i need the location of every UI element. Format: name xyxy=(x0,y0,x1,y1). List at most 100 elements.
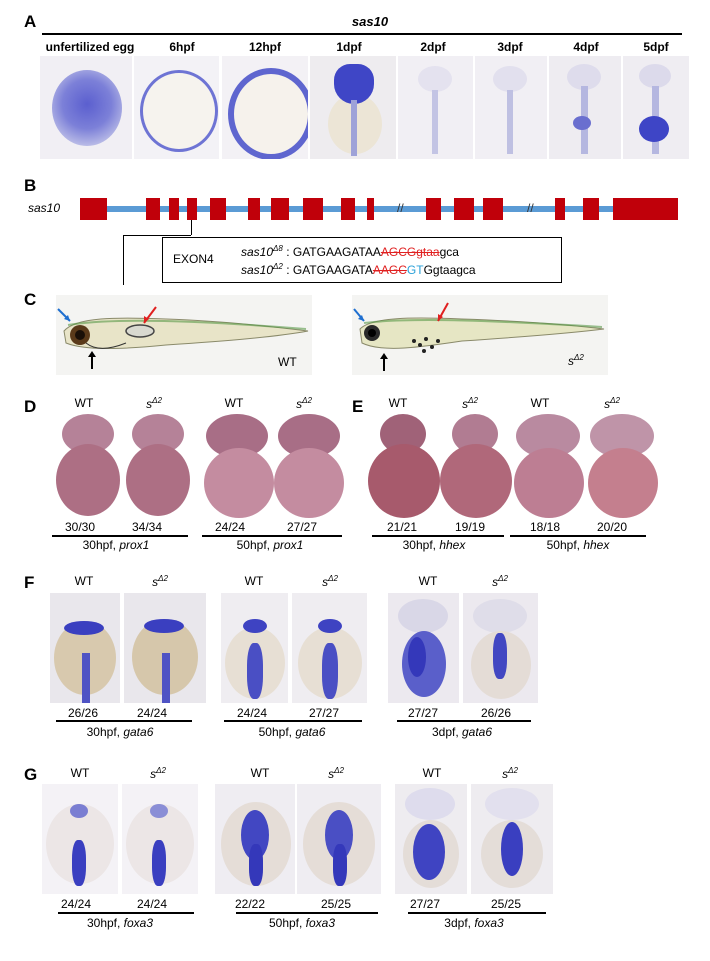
panel-f-group-rule-0 xyxy=(56,720,192,722)
panel-g-group-rule-2 xyxy=(408,912,546,914)
panel-e-header-1-sup: Δ2 xyxy=(468,396,478,405)
panel-d-header-3-text: s xyxy=(296,397,303,411)
embryo-image-4dpf xyxy=(549,56,621,159)
panel-d-group-1: 50hpf, prox1 xyxy=(237,538,304,552)
panel-g-group-rule-1 xyxy=(236,912,378,914)
panel-e-count-2: 18/18 xyxy=(529,520,561,534)
embryo-image-2dpf xyxy=(398,56,473,159)
panel-d-group-rule-1 xyxy=(202,535,342,537)
larva-mutant-name: s xyxy=(568,354,574,368)
panel-f-header-0: WT xyxy=(74,574,94,588)
panel-a-title-rule xyxy=(42,33,682,35)
panel-f-image-1 xyxy=(124,593,206,703)
panel-g-image-1 xyxy=(122,784,198,894)
panel-d-group-0-gene: prox1 xyxy=(119,538,150,552)
panel-e-header-1-text: s xyxy=(462,397,469,411)
panel-d-count-1: 34/34 xyxy=(131,520,163,534)
panel-f-group-0-gene: gata6 xyxy=(123,725,154,739)
panel-f-header-3: sΔ2 xyxy=(322,574,338,589)
panel-g-group-2-gene: foxa3 xyxy=(474,916,504,930)
stage-label-7: 5dpf xyxy=(643,40,669,54)
panel-g-image-0 xyxy=(42,784,118,894)
panel-g-header-1-sup: Δ2 xyxy=(156,766,166,775)
panel-g-group-0-stage: 30hpf, xyxy=(86,916,124,930)
panel-g-count-5: 25/25 xyxy=(490,897,522,911)
panel-g-count-4: 27/27 xyxy=(409,897,441,911)
panel-e-group-rule-0 xyxy=(372,535,504,537)
exon-11 xyxy=(426,198,441,220)
panel-d-group-1-stage: 50hpf, xyxy=(236,538,274,552)
panel-c-label: C xyxy=(24,290,37,309)
stage-label-1: 6hpf xyxy=(169,40,195,54)
stage-label-0: unfertilized egg xyxy=(45,40,135,54)
panel-d-header-1: sΔ2 xyxy=(146,396,162,411)
allele-d2-inserted: GT xyxy=(406,263,424,277)
panel-e-count-3: 20/20 xyxy=(596,520,628,534)
larva-mutant-label: sΔ2 xyxy=(568,353,584,368)
panel-g-group-0-gene: foxa3 xyxy=(123,916,154,930)
panel-b-label: B xyxy=(24,176,37,195)
panel-d-images xyxy=(46,414,346,519)
panel-a-gene-title: sas10 xyxy=(351,14,389,29)
panel-g-header-0: WT xyxy=(70,766,90,780)
exon-15 xyxy=(583,198,599,220)
panel-d-count-2: 24/24 xyxy=(214,520,246,534)
panel-g-header-5: sΔ2 xyxy=(502,766,518,781)
panel-e-group-0-stage: 30hpf, xyxy=(402,538,440,552)
panel-g-header-4: WT xyxy=(422,766,442,780)
panel-g-header-2: WT xyxy=(250,766,270,780)
panel-g-header-1: sΔ2 xyxy=(150,766,166,781)
panel-e-group-0: 30hpf, hhex xyxy=(403,538,466,552)
allele-d2-name: sas10 xyxy=(241,263,274,277)
panel-a-label: A xyxy=(24,12,37,31)
larva-mutant-sup: Δ2 xyxy=(574,353,584,362)
panel-f-group-1-stage: 50hpf, xyxy=(258,725,296,739)
exon-12 xyxy=(454,198,474,220)
panel-f-image-0 xyxy=(50,593,120,703)
allele-d2-deleted: AAGC xyxy=(372,263,407,277)
panel-g-group-rule-0 xyxy=(58,912,194,914)
panel-f-label: F xyxy=(24,573,35,592)
exon-14 xyxy=(555,198,565,220)
panel-f-image-5 xyxy=(463,593,538,703)
panel-g-image-3 xyxy=(297,784,381,894)
panel-d-header-3-sup: Δ2 xyxy=(302,396,312,405)
exon-16 xyxy=(613,198,678,220)
panel-e-header-1: sΔ2 xyxy=(462,396,478,411)
panel-g-header-3: sΔ2 xyxy=(328,766,344,781)
panel-g-header-5-sup: Δ2 xyxy=(508,766,518,775)
panel-f-group-0-stage: 30hpf, xyxy=(86,725,124,739)
panel-f-header-2: WT xyxy=(244,574,264,588)
panel-g-group-0: 30hpf, foxa3 xyxy=(87,916,153,930)
panel-d-header-2: WT xyxy=(224,396,244,410)
allele-d2-sup: Δ2 xyxy=(273,262,283,271)
panel-f-image-4 xyxy=(388,593,459,703)
panel-g-count-2: 22/22 xyxy=(234,897,266,911)
panel-g-image-5 xyxy=(471,784,553,894)
exon-8 xyxy=(303,198,323,220)
panel-g-count-1: 24/24 xyxy=(136,897,168,911)
gene-structure-label: sas10 xyxy=(28,201,61,215)
allele-d8-sequence: sas10Δ8 : GATGAAGATAAAGCGgtaagca xyxy=(241,244,459,259)
larva-image-mutant: sΔ2 xyxy=(352,295,608,375)
allele-d8-sup: Δ8 xyxy=(273,244,283,253)
panel-d-group-0: 30hpf, prox1 xyxy=(83,538,150,552)
callout-line-exon xyxy=(191,220,192,235)
larva-image-wt: WT xyxy=(56,295,312,375)
larva-mutant-drawing xyxy=(353,302,605,371)
panel-f-header-4: WT xyxy=(418,574,438,588)
panel-f-group-1: 50hpf, gata6 xyxy=(259,725,326,739)
allele-d2-sequence: sas10Δ2 : GATGAAGATAAAGCGTGgtaagca xyxy=(241,262,476,277)
panel-d-header-3: sΔ2 xyxy=(296,396,312,411)
allele-d2-seq-tail: Ggtaagca xyxy=(423,263,476,277)
panel-f-header-1-text: s xyxy=(152,575,159,589)
panel-f-group-2-gene: gata6 xyxy=(462,725,493,739)
allele-d2-seq-prefix: : GATGAAGATA xyxy=(282,263,373,277)
panel-d-header-1-sup: Δ2 xyxy=(152,396,162,405)
allele-d8-name: sas10 xyxy=(241,245,274,259)
embryo-image-12hpf xyxy=(222,56,308,159)
panel-f-group-2-stage: 3dpf, xyxy=(431,725,462,739)
larva-wt-label: WT xyxy=(278,355,297,369)
panel-f-count-1: 24/24 xyxy=(136,706,168,720)
panel-e-group-1: 50hpf, hhex xyxy=(547,538,610,552)
